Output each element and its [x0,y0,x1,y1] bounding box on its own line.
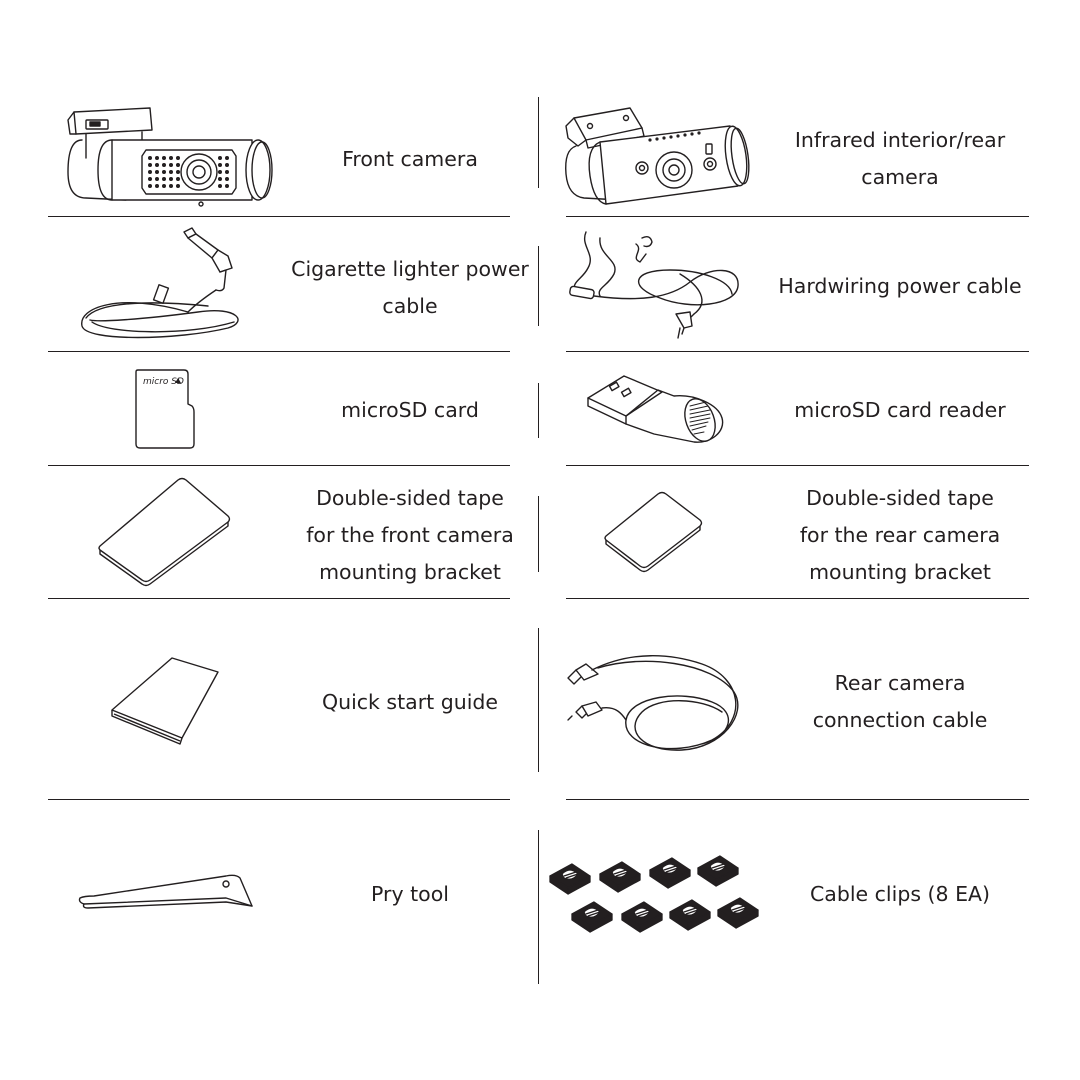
infrared-rear-camera-icon [560,100,756,212]
row-divider [566,351,1029,352]
front-tape-icon [96,474,234,588]
column-divider [538,383,539,438]
front-camera-icon [62,100,280,212]
microsd-card-icon: micro SD [134,368,196,450]
front-camera-label: Front camera [342,147,478,171]
row-divider [566,799,1029,800]
column-divider [538,97,539,188]
column-divider [538,628,539,772]
row-divider [566,465,1029,466]
microsd-logo: micro SD [143,377,184,387]
hardwiring-cable-icon [560,226,750,344]
rear-connection-cable-icon [562,640,746,758]
quick-start-guide-label: Quick start guide [321,690,499,714]
row-divider [566,598,1029,599]
rear-tape-icon [602,488,706,574]
microsd-card-reader-label: microSD card reader [794,398,1006,422]
column-divider [538,496,539,572]
column-divider [538,246,539,326]
microsd-card-reader-icon [584,370,726,450]
rear-connection-cable-label: Rear camera connection cable [812,671,988,732]
row-divider [48,465,510,466]
column-divider [538,830,539,984]
microsd-card-label: microSD card [341,398,479,422]
row-divider [566,216,1029,217]
rear-tape-label: Double-sided tape for the rear camera mo… [799,486,1001,584]
cigarette-lighter-cable-label: Cigarette lighter power cable [291,257,529,318]
row-divider [48,799,510,800]
row-divider [48,216,510,217]
pry-tool-icon [76,872,254,912]
quick-start-guide-icon [108,654,222,746]
pry-tool-label: Pry tool [371,882,449,906]
cable-clips-icon [549,855,759,933]
infrared-rear-camera-label: Infrared interior/rear camera [794,128,1006,189]
front-tape-label: Double-sided tape for the front camera m… [306,486,514,584]
row-divider [48,351,510,352]
row-divider [48,598,510,599]
cigarette-lighter-cable-icon [78,222,254,346]
cable-clips-label: Cable clips (8 EA) [809,882,991,906]
hardwiring-cable-label: Hardwiring power cable [778,274,1022,298]
